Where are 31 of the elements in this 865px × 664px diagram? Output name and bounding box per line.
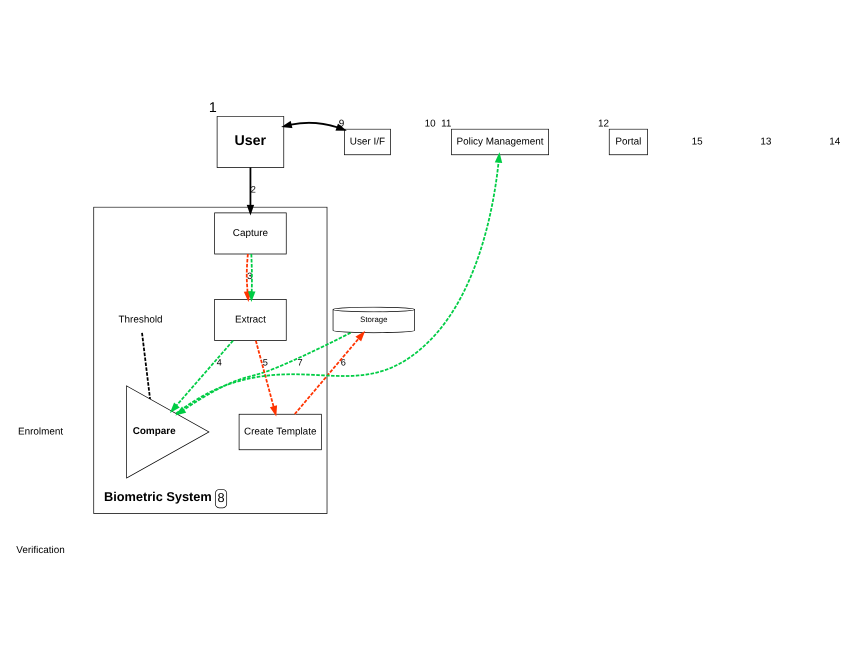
node-label: 8 xyxy=(217,490,225,505)
arrow xyxy=(244,254,252,302)
arrow xyxy=(248,254,256,302)
legend-label: Verification xyxy=(16,545,65,556)
edge-label: 3 xyxy=(247,271,252,282)
connector xyxy=(141,332,151,400)
node-box: User I/F xyxy=(344,128,391,156)
node-box: Portal xyxy=(608,128,648,156)
label: 15 xyxy=(692,136,703,148)
node-text: Threshold xyxy=(118,314,163,326)
edge-label: 5 xyxy=(262,358,268,368)
edge-label: 6 xyxy=(340,358,346,368)
node-box: Capture xyxy=(214,212,287,254)
arrow xyxy=(246,168,254,216)
edge-label: 7 xyxy=(298,358,303,368)
arrow xyxy=(176,152,502,414)
legend-label: Enrolment xyxy=(18,426,64,438)
node-box: Create Template xyxy=(238,414,322,450)
node-label: 10 11 xyxy=(424,118,452,130)
node-box: User xyxy=(216,116,284,168)
label: 13 xyxy=(760,136,772,148)
node-box: Policy Management xyxy=(451,128,549,156)
arrow xyxy=(281,120,347,131)
arrow xyxy=(294,330,366,415)
arrow xyxy=(170,340,234,414)
node-box: Extract xyxy=(214,299,287,341)
node-label: 1 xyxy=(208,100,217,116)
label: 14 xyxy=(829,136,840,148)
arrow xyxy=(254,340,278,417)
edge-label: 4 xyxy=(216,358,222,368)
node-label: 12 xyxy=(598,118,610,130)
